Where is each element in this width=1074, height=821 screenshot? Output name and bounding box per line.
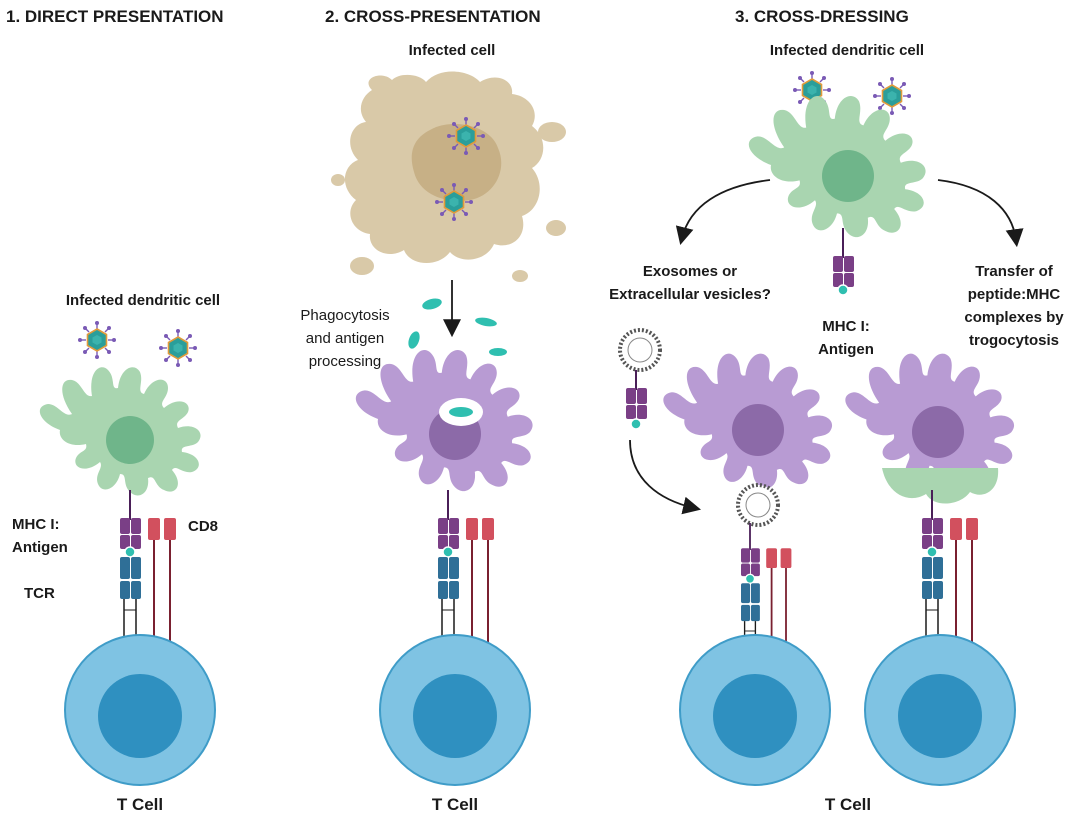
- infected-cell-label: Infected cell: [409, 42, 496, 59]
- tcell-label: T Cell: [825, 795, 871, 814]
- t-cell: [379, 634, 531, 786]
- apc-cell-purple: [355, 349, 533, 492]
- t-cell: [679, 634, 831, 786]
- virus-icon: [872, 76, 912, 116]
- mhc-label-line2: Antigen: [12, 539, 68, 556]
- tcr-label: TCR: [24, 585, 55, 602]
- section-title-cross-dressing: 3. CROSS-DRESSING: [735, 7, 909, 26]
- transfer-label-line1: Transfer of: [975, 263, 1054, 280]
- dendritic-cell-nucleus: [822, 150, 874, 202]
- process-label-line1: Phagocytosis: [300, 307, 389, 324]
- exosome-label-line2: Extracellular vesicles?: [609, 286, 771, 303]
- tcr-mhc-complex: [921, 489, 979, 661]
- mhc-label-line2: Antigen: [818, 341, 874, 358]
- tcell-label: T Cell: [117, 795, 163, 814]
- mhc-label-line1: MHC I:: [822, 318, 870, 335]
- virus-icon: [434, 182, 474, 222]
- t-cell: [64, 634, 216, 786]
- transfer-label-line2: peptide:MHC: [968, 286, 1061, 303]
- dendritic-cell-infected: [39, 367, 201, 496]
- exosome-vesicle: [618, 328, 662, 372]
- direct-cell-label: Infected dendritic cell: [66, 292, 220, 309]
- virus-icon: [158, 328, 198, 368]
- exosome-vesicle-attached: [736, 483, 780, 527]
- mhc-label-line1: MHC I:: [12, 516, 60, 533]
- section-title-direct: 1. DIRECT PRESENTATION: [6, 7, 224, 26]
- apc-nucleus: [732, 404, 784, 456]
- antigen-fragments: [408, 298, 507, 356]
- process-label-line3: processing: [309, 353, 382, 370]
- dendritic-cell-nucleus: [106, 416, 154, 464]
- virus-icon: [446, 116, 486, 156]
- cross-dressing-cell-label: Infected dendritic cell: [770, 42, 924, 59]
- vesicle-transfer-arrow: [629, 439, 702, 515]
- transfer-label-line3: complexes by: [964, 309, 1064, 326]
- mhc-complex: [833, 228, 854, 296]
- section-title-cross-presentation: 2. CROSS-PRESENTATION: [325, 7, 541, 26]
- dendritic-cell-infected: [748, 95, 926, 238]
- section-cross-presentation: 2. CROSS-PRESENTATION Infected cell Phag…: [300, 7, 566, 814]
- transfer-label-line4: trogocytosis: [969, 332, 1059, 349]
- exosome-label-line1: Exosomes or: [643, 263, 737, 280]
- apc-nucleus: [912, 406, 964, 458]
- cd8-label: CD8: [188, 518, 218, 535]
- t-cell: [864, 634, 1016, 786]
- exosome-arrow: [675, 179, 771, 245]
- apc-cell-trogocytosis: [845, 353, 1015, 504]
- apc-cell-purple: [663, 353, 833, 489]
- section-cross-dressing: 3. CROSS-DRESSING Infected dendritic cel…: [609, 7, 1064, 814]
- trogocytosis-arrow: [937, 179, 1024, 248]
- virus-icon: [77, 320, 117, 360]
- vesicle-mhc: [626, 370, 647, 430]
- infected-cell: [331, 71, 566, 282]
- process-label-line2: and antigen: [306, 330, 384, 347]
- section-direct-presentation: 1. DIRECT PRESENTATION Infected dendriti…: [6, 7, 224, 814]
- tcell-label: T Cell: [432, 795, 478, 814]
